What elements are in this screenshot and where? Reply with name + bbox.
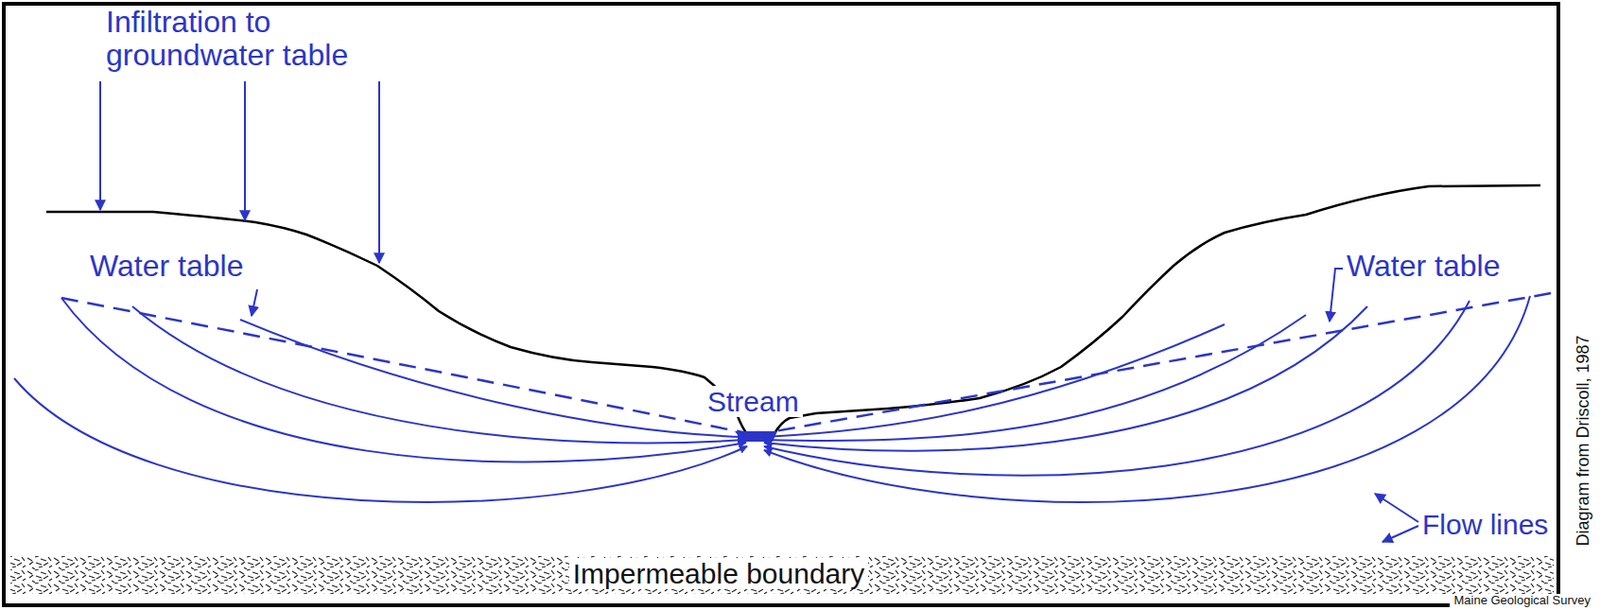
leader-line	[1329, 268, 1343, 322]
leader-lines	[251, 268, 1419, 542]
infiltration-arrows	[100, 81, 380, 263]
flow-line	[764, 314, 1306, 441]
flow-line	[764, 306, 1368, 452]
source-label: Diagram from Driscoll, 1987	[1574, 334, 1594, 546]
flow-line	[132, 306, 746, 444]
ground-surface	[46, 185, 1541, 438]
frame	[3, 3, 1559, 606]
flow-lines	[14, 295, 1531, 503]
infiltration-arrow	[243, 81, 246, 221]
infiltration-arrow	[378, 81, 381, 263]
credit-label: Maine Geological Survey	[1449, 593, 1595, 608]
boundary-label: Impermeable boundary	[569, 557, 870, 590]
water-table-label: Water table	[1346, 249, 1500, 283]
infiltration-label: Infiltration to groundwater table	[105, 5, 428, 72]
leader-line	[251, 289, 258, 316]
stream-label: Stream	[703, 385, 803, 418]
flow-line	[764, 295, 1531, 503]
water-table-label: Water table	[89, 249, 244, 283]
infiltration-arrow	[99, 81, 102, 210]
flow-line	[764, 300, 1470, 476]
water-table-line	[764, 293, 1551, 434]
flow-line	[61, 297, 747, 462]
impermeable-layer	[10, 556, 1554, 594]
flow-line	[14, 378, 748, 503]
leader-line	[1382, 525, 1419, 542]
flow-lines-label: Flow lines	[1422, 508, 1548, 540]
flow-line	[240, 319, 746, 437]
leader-line	[1374, 493, 1419, 522]
water-table-line	[61, 297, 748, 434]
flow-line	[764, 324, 1225, 437]
